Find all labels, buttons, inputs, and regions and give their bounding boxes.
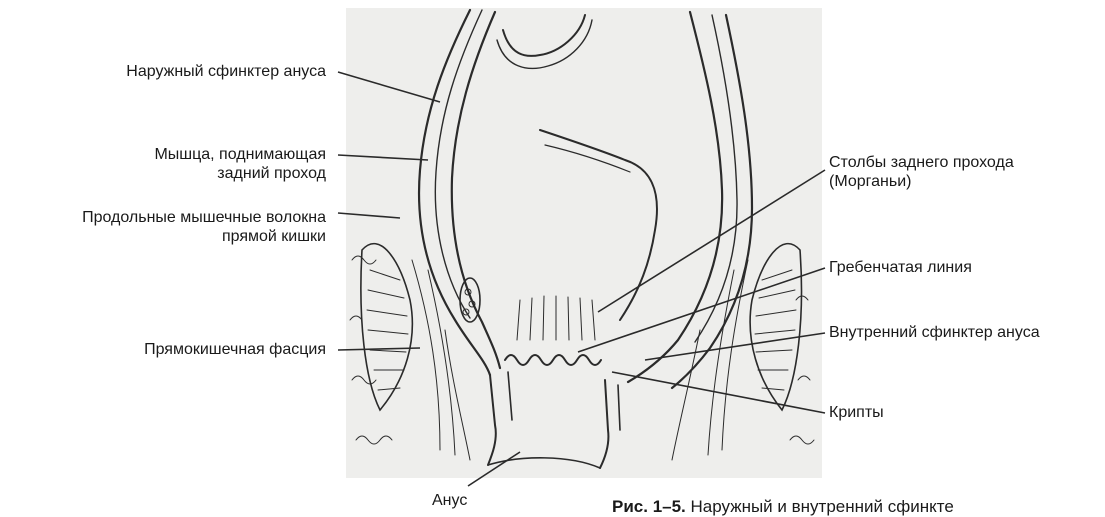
right-sphincter-hatch (672, 244, 801, 460)
label-internal-sphincter: Внутренний сфинктер ануса (829, 323, 1040, 342)
right-rectal-wall (628, 12, 722, 382)
caption-number: Рис. 1–5. (612, 497, 686, 516)
morgagni-columns-strokes (517, 296, 595, 340)
left-rectal-wall (419, 10, 490, 375)
label-morgagni-columns: Столбы заднего прохода (Морганьи) (829, 153, 1014, 191)
label-pectinate-line: Гребенчатая линия (829, 258, 972, 277)
label-longitudinal-fibers: Продольные мышечные волокна прямой кишки (82, 208, 326, 246)
left-sphincter-hatch (361, 244, 470, 460)
caption-text: Наружный и внутренний сфинкте (691, 497, 954, 516)
label-external-sphincter: Наружный сфинктер ануса (126, 62, 326, 81)
figure-caption: Рис. 1–5. Наружный и внутренний сфинкте (612, 497, 954, 517)
anal-canal-left (488, 375, 496, 465)
label-anus: Анус (432, 491, 467, 510)
anal-canal-right (600, 380, 608, 468)
label-levator-ani: Мышца, поднимающая задний проход (154, 145, 326, 183)
label-rectal-fascia: Прямокишечная фасция (144, 340, 326, 359)
label-crypts: Крипты (829, 403, 884, 422)
pectinate-line-wave (505, 355, 601, 365)
